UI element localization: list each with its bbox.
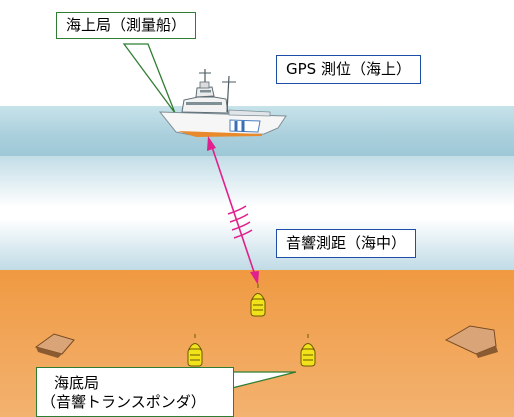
transponder-icon [250, 284, 266, 317]
seafloor-station-title: 海底局 [54, 374, 100, 392]
ship-station-label: 海上局（測量船） [56, 12, 197, 39]
seafloor-station-subtitle: （音響トランスポンダ） [41, 392, 206, 411]
station-callout-pointer [231, 371, 297, 389]
seafloor-station-label: 海底局 （音響トランスポンダ） [36, 367, 234, 417]
ship-callout-pointer [122, 43, 176, 114]
rock-left [34, 333, 75, 358]
survey-ship [158, 69, 287, 137]
rock-right [444, 325, 498, 358]
acoustic-path-arrow [207, 136, 259, 285]
transponder-icon [300, 334, 316, 367]
water-column [0, 156, 514, 270]
transponder-icon [187, 334, 203, 367]
gps-positioning-label: GPS 測位（海上） [276, 55, 421, 84]
sound-wave-icon [227, 205, 253, 239]
acoustic-ranging-label: 音響測距（海中） [276, 229, 417, 258]
